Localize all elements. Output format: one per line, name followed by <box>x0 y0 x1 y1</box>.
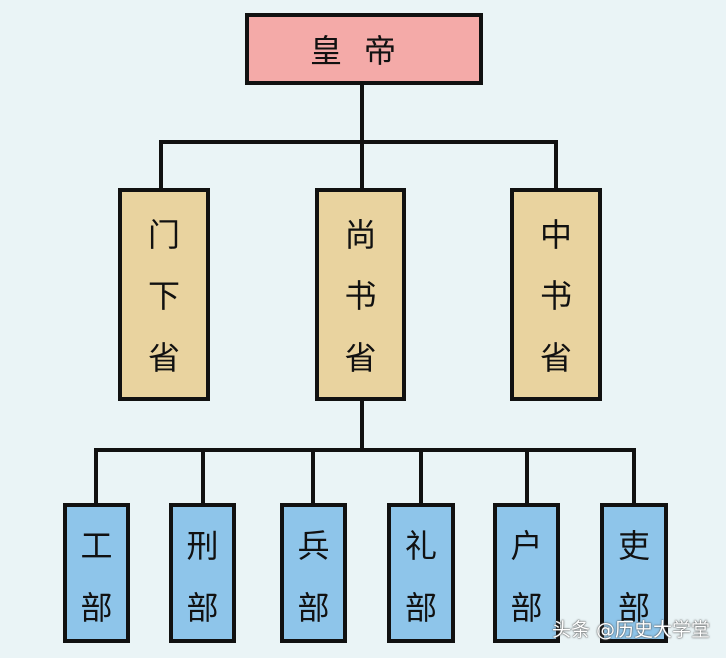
province-char: 下 <box>147 277 180 316</box>
emperor-label: 皇帝 <box>309 32 418 70</box>
ministry-node-xing: 刑 部 <box>169 503 236 643</box>
ministry-char: 部 <box>404 589 437 627</box>
connector-ministry <box>201 448 205 503</box>
connector-ministry <box>525 448 529 503</box>
ministry-char: 工 <box>80 527 113 565</box>
connector-menxia <box>159 140 163 188</box>
ministry-char: 吏 <box>617 527 650 565</box>
province-char: 省 <box>539 339 572 378</box>
province-char: 书 <box>539 277 572 316</box>
province-char: 门 <box>147 215 180 254</box>
ministry-char: 部 <box>510 589 543 627</box>
province-node-menxia: 门 下 省 <box>118 188 210 401</box>
watermark: 头条 @历史大学堂 <box>551 619 710 641</box>
connector-ministries-bar <box>94 448 636 452</box>
ministry-node-hu: 户 部 <box>493 503 560 643</box>
ministry-char: 部 <box>186 589 219 627</box>
connector-emperor-down <box>360 85 364 144</box>
ministry-char: 部 <box>617 589 650 627</box>
ministry-node-bing: 兵 部 <box>280 503 347 643</box>
ministry-char: 兵 <box>297 527 330 565</box>
ministry-char: 刑 <box>186 527 219 565</box>
connector-ministry <box>632 448 636 503</box>
connector-shangshu <box>360 140 364 188</box>
ministry-char: 户 <box>510 527 543 565</box>
ministry-node-li-rites: 礼 部 <box>387 503 455 643</box>
connector-shangshu-down <box>360 401 364 452</box>
ministry-node-gong: 工 部 <box>63 503 130 643</box>
connector-ministry <box>94 448 98 503</box>
province-node-zhongshu: 中 书 省 <box>510 188 602 401</box>
province-char: 尚 <box>344 215 377 254</box>
connector-provinces-bar <box>159 140 558 144</box>
ministry-char: 礼 <box>404 527 437 565</box>
connector-ministry <box>311 448 315 503</box>
ministry-char: 部 <box>80 589 113 627</box>
connector-zhongshu <box>554 140 558 188</box>
province-char: 省 <box>344 339 377 378</box>
province-node-shangshu: 尚 书 省 <box>315 188 406 401</box>
ministry-node-li-personnel: 吏 部 <box>600 503 668 643</box>
ministry-char: 部 <box>297 589 330 627</box>
province-char: 书 <box>344 277 377 316</box>
emperor-node: 皇帝 <box>245 13 483 85</box>
connector-ministry <box>419 448 423 503</box>
province-char: 省 <box>147 339 180 378</box>
province-char: 中 <box>539 215 572 254</box>
